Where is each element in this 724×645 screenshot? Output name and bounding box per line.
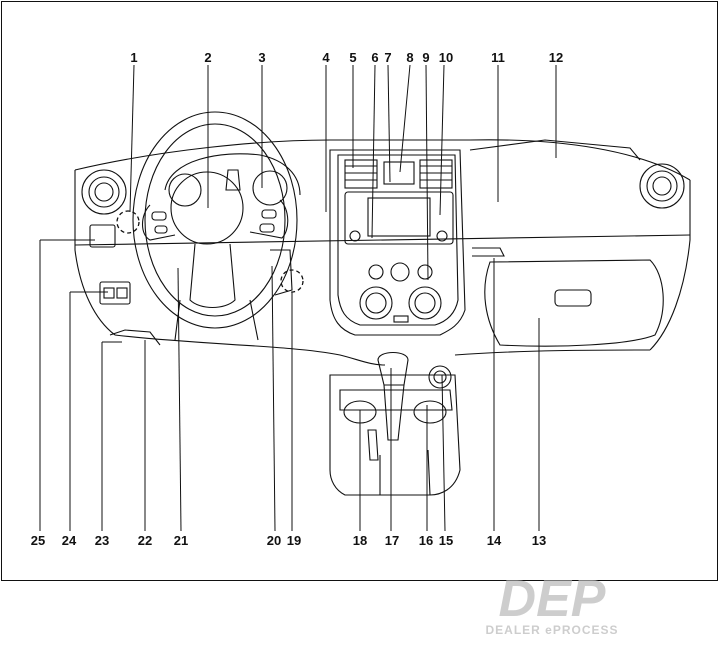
dealer-eprocess-watermark: DEP DEALER ePROCESS [485,570,618,637]
right-air-vent [639,163,685,209]
figure-frame [1,1,718,581]
dashboard-outline [74,139,691,366]
callout-19: 19 [287,533,301,548]
callout-14: 14 [487,533,502,548]
callout-16: 16 [419,533,433,548]
center-stack [329,149,466,336]
top-callouts: 1 2 3 4 5 6 7 8 9 10 11 12 [130,50,563,65]
callout-21: 21 [174,533,188,548]
callout-1: 1 [130,50,137,65]
callout-12: 12 [549,50,563,65]
callout-7: 7 [384,50,391,65]
bottom-callouts: 25 24 23 22 21 20 19 18 17 16 15 14 13 [31,533,546,548]
callout-11: 11 [491,50,505,65]
callout-23: 23 [95,533,109,548]
passenger-airbag-panel [469,139,641,257]
left-air-vent [81,169,127,215]
callout-13: 13 [532,533,546,548]
center-console [329,351,461,496]
meter-cluster [164,153,301,207]
callout-20: 20 [267,533,281,548]
callout-3: 3 [258,50,265,65]
callout-9: 9 [422,50,429,65]
dashed-marker-1 [116,210,140,234]
callout-6: 6 [371,50,378,65]
callout-22: 22 [138,533,152,548]
watermark-tagline: DEALER ePROCESS [485,623,618,637]
steering-wheel [132,111,298,329]
callout-5: 5 [349,50,356,65]
callout-8: 8 [406,50,413,65]
callout-24: 24 [62,533,77,548]
leader-lines [39,64,557,532]
callout-25: 25 [31,533,45,548]
callout-2: 2 [204,50,211,65]
callout-4: 4 [322,50,330,65]
callout-17: 17 [385,533,399,548]
callout-15: 15 [439,533,453,548]
left-switch-panel [89,224,161,346]
callout-18: 18 [353,533,367,548]
callout-10: 10 [439,50,453,65]
glove-box [484,259,664,347]
watermark-logo: DEP [499,570,606,628]
